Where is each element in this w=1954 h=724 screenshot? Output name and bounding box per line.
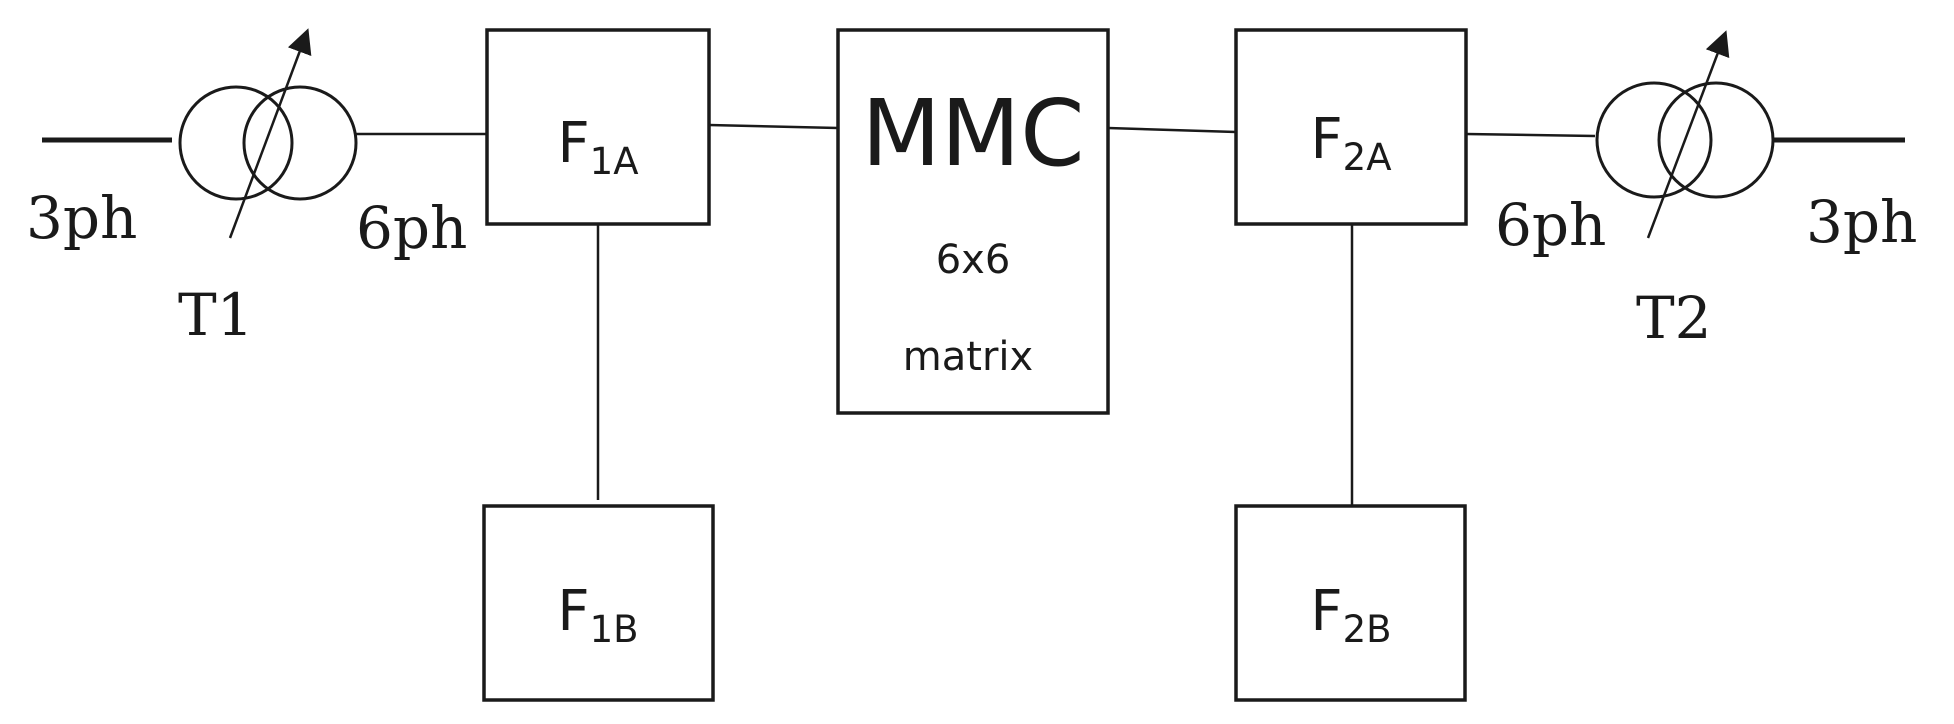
right-grid-label: 3ph	[1806, 188, 1917, 256]
filter-f2a-label: F2A	[1310, 107, 1391, 179]
filter-f2b-subscript: 2B	[1343, 608, 1392, 651]
filter-f2a-subscript: 2A	[1343, 136, 1392, 179]
wire-mmc-f2a	[1107, 126, 1237, 134]
right-six-phase-label: 6ph	[1495, 191, 1606, 259]
mmc-size-label: 6x6	[936, 237, 1011, 283]
left-six-phase-label: 6ph	[356, 194, 467, 262]
filter-f1b-label: F1B	[557, 579, 638, 651]
filter-f1b-box	[482, 504, 715, 702]
t1-label: T1	[178, 281, 254, 349]
t2-primary-coil	[1595, 81, 1713, 199]
filter-f1b-subscript: 1B	[590, 608, 639, 651]
filter-f1a-label: F1A	[557, 111, 638, 183]
mmc-converter-box	[836, 28, 1110, 415]
t1-tap-arrow	[228, 28, 312, 239]
transformer-t2	[1595, 30, 1775, 239]
filter-f2b-label: F2B	[1310, 579, 1391, 651]
t1-primary-coil	[178, 85, 294, 201]
t2-tap-arrow	[1646, 30, 1730, 239]
t2-secondary-coil	[1657, 81, 1775, 199]
mmc-type-label: matrix	[903, 334, 1033, 380]
filter-f2b-box	[1234, 504, 1467, 702]
t2-label: T2	[1636, 284, 1712, 352]
wire-f1a-mmc	[708, 123, 839, 130]
left-grid-label: 3ph	[26, 184, 137, 252]
transformer-t1	[178, 28, 358, 239]
t1-secondary-coil	[242, 85, 358, 201]
wire-f2a-t2	[1465, 132, 1596, 138]
filter-f1a-subscript: 1A	[590, 140, 639, 183]
filter-f2a-box	[1234, 28, 1468, 226]
mmc-title: MMC	[862, 80, 1085, 187]
filter-f1a-box	[485, 28, 711, 226]
